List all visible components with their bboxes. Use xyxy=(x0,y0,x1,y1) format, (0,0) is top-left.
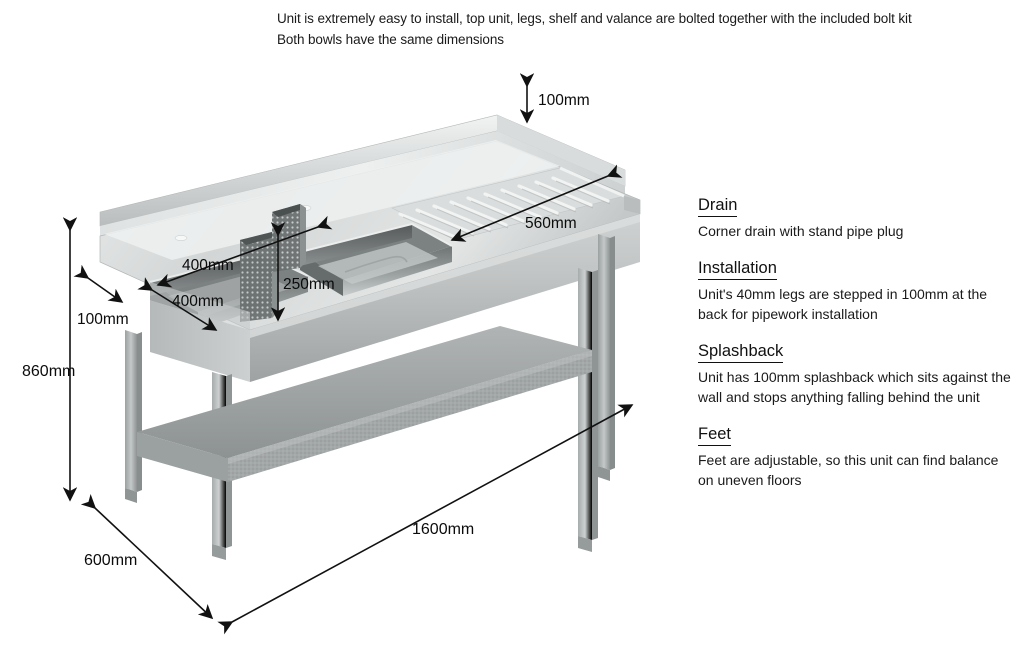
dimension-leg-step-in: 100mm xyxy=(77,311,129,328)
dimension-splashback-height: 100mm xyxy=(538,92,590,109)
header-line-1: Unit is extremely easy to install, top u… xyxy=(277,11,912,26)
annotation-drain: Drain Corner drain with stand pipe plug xyxy=(698,196,1014,242)
annotation-drain-title: Drain xyxy=(698,196,738,217)
annotation-installation-title: Installation xyxy=(698,259,777,280)
dimension-total-length: 1600mm xyxy=(412,521,475,538)
annotation-installation: Installation Unit's 40mm legs are steppe… xyxy=(698,259,1014,325)
annotation-splashback-title: Splashback xyxy=(698,342,784,363)
annotation-feet-body: Feet are adjustable, so this unit can fi… xyxy=(698,451,999,489)
annotation-feet: Feet Feet are adjustable, so this unit c… xyxy=(698,425,1014,491)
annotations-panel: Drain Corner drain with stand pipe plug … xyxy=(698,196,1014,508)
header-text: Unit is extremely easy to install, top u… xyxy=(277,8,1017,50)
dimension-bowl-length: 400mm xyxy=(172,293,224,310)
annotation-installation-body: Unit's 40mm legs are stepped in 100mm at… xyxy=(698,285,988,323)
dimension-drainer-width: 560mm xyxy=(525,215,577,232)
annotation-splashback-body: Unit has 100mm splashback which sits aga… xyxy=(698,368,1011,406)
dimension-bowl-depth: 250mm xyxy=(283,276,335,293)
dimension-total-depth: 600mm xyxy=(84,552,138,569)
header-line-2: Both bowls have the same dimensions xyxy=(277,32,504,47)
annotation-feet-title: Feet xyxy=(698,425,732,446)
annotation-splashback: Splashback Unit has 100mm splashback whi… xyxy=(698,342,1014,408)
dimension-bowl-width: 400mm xyxy=(182,257,234,274)
annotation-drain-body: Corner drain with stand pipe plug xyxy=(698,223,904,239)
dimension-total-height: 860mm xyxy=(22,363,76,380)
